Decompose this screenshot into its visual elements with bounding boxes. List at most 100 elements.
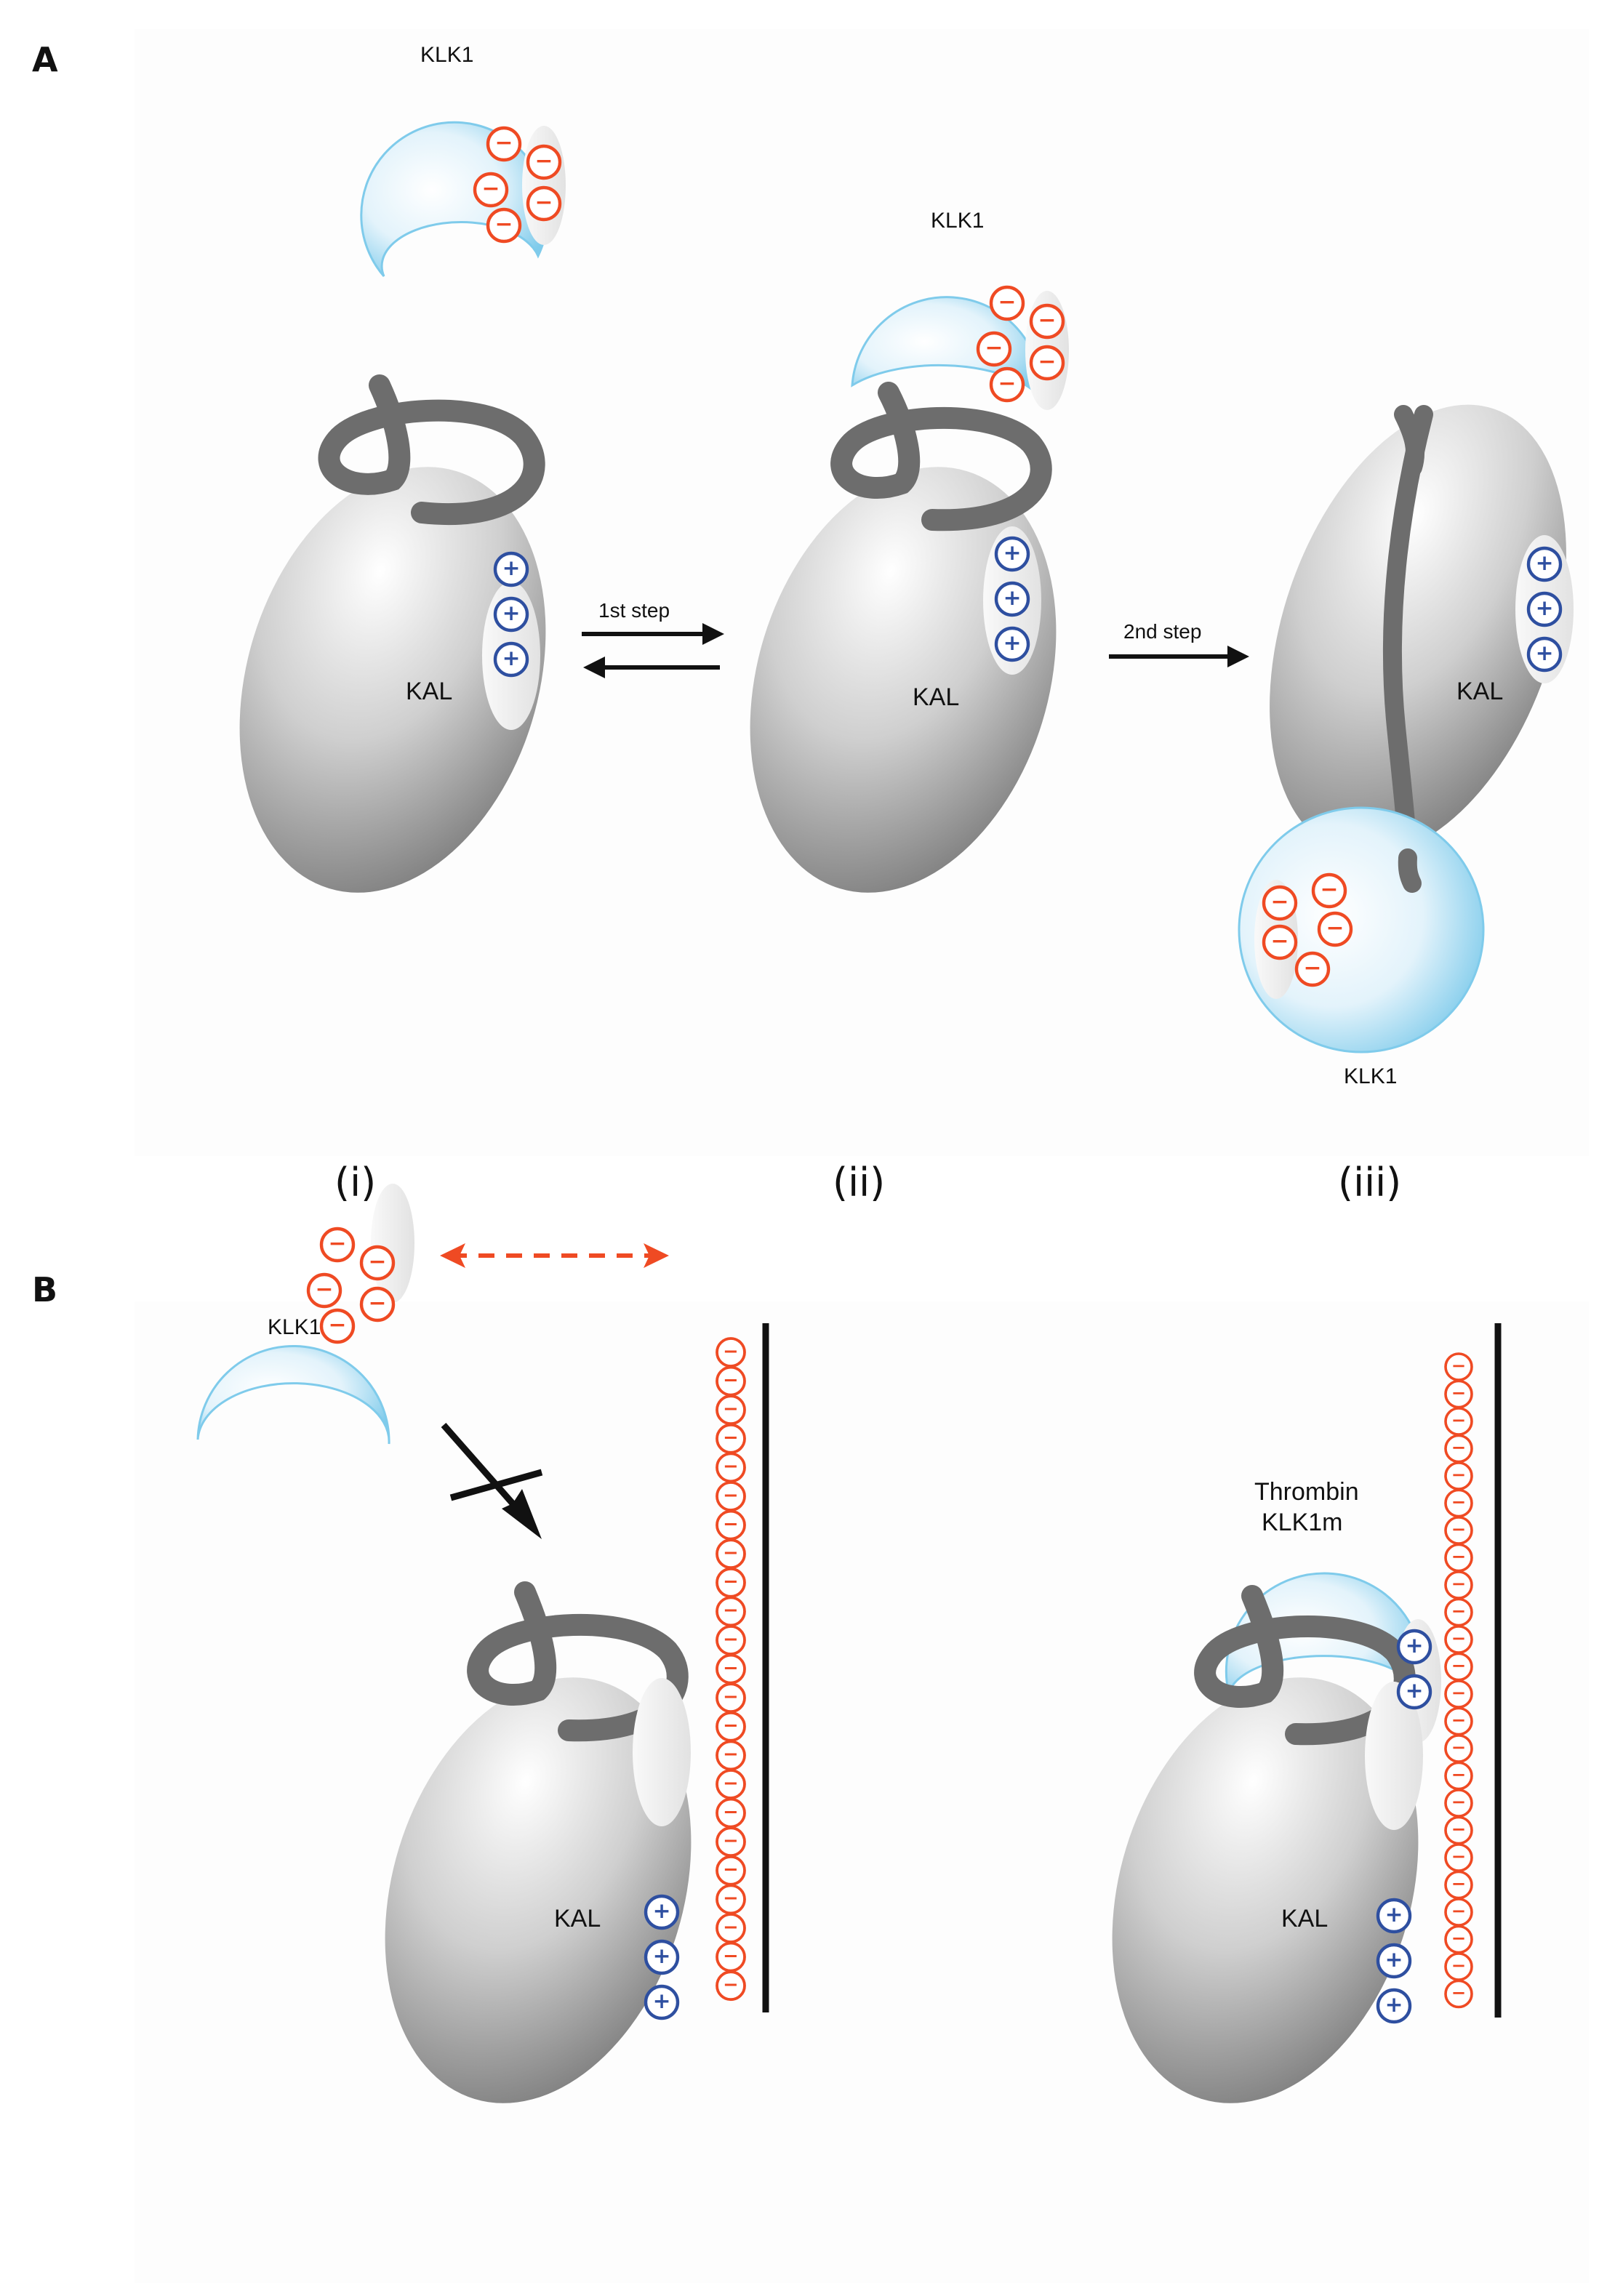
klk1-label: KLK1 <box>420 43 473 67</box>
negative-charge: − <box>306 1272 342 1309</box>
svg-text:−: − <box>723 1773 738 1794</box>
positive-charge: + <box>1376 1988 1412 2024</box>
svg-text:−: − <box>316 1277 334 1302</box>
negative-charge: − <box>319 1227 356 1263</box>
membrane-negative-charges-left: −−−−−−−−−−−−−−−−−−−−−−− <box>716 1337 746 2002</box>
membrane-negative-charge: − <box>1444 1461 1473 1490</box>
svg-text:−: − <box>1451 1354 1466 1376</box>
klk1-label: KLK1 <box>931 209 984 233</box>
negative-charge: − <box>989 285 1025 321</box>
membrane-negative-charge: − <box>1444 1898 1473 1927</box>
membrane-negative-charge: − <box>716 1365 746 1397</box>
svg-text:−: − <box>1451 1982 1466 2003</box>
membrane-negative-charge: − <box>1444 1625 1473 1654</box>
svg-text:−: − <box>723 1686 738 1708</box>
membrane-negative-charge: − <box>1444 1434 1473 1464</box>
membrane-negative-charge: − <box>716 1452 746 1483</box>
membrane-negative-charge: − <box>716 1884 746 1915</box>
svg-text:+: + <box>1536 550 1554 576</box>
svg-text:−: − <box>1451 1464 1466 1485</box>
svg-text:−: − <box>723 1456 738 1477</box>
membrane-negative-charge: − <box>716 1797 746 1829</box>
klk1-label: KLK1 <box>1344 1064 1397 1088</box>
charge-symbols-layer: −−−−−−−−−−−−−−−−−−−−+++++++++++++++++ <box>306 126 1563 2024</box>
svg-text:−: − <box>998 289 1017 315</box>
negative-charge: − <box>1317 911 1353 947</box>
kal-body <box>1270 404 1566 856</box>
negative-charge: − <box>1262 924 1298 960</box>
svg-text:−: − <box>1451 1709 1466 1730</box>
svg-text:−: − <box>723 1887 738 1909</box>
svg-text:−: − <box>723 1801 738 1823</box>
kal-body <box>385 1677 692 2103</box>
kal-body <box>239 467 546 893</box>
svg-text:−: − <box>1451 1954 1466 1975</box>
membrane-negative-charge: − <box>716 1711 746 1742</box>
membrane-negative-charge: − <box>716 1913 746 1943</box>
svg-text:−: − <box>1451 1900 1466 1921</box>
panel-a-label: A <box>32 40 58 79</box>
svg-text:+: + <box>1003 585 1022 611</box>
svg-text:−: − <box>1451 1655 1466 1676</box>
positive-charge: + <box>1396 1629 1432 1665</box>
membrane-negative-charge: − <box>1444 1543 1473 1573</box>
svg-text:−: − <box>1451 1791 1466 1812</box>
membrane-negative-charge: − <box>1444 1924 1473 1954</box>
svg-text:+: + <box>1385 1902 1403 1927</box>
positive-charge: + <box>1396 1674 1432 1710</box>
svg-text:−: − <box>723 1542 738 1564</box>
svg-text:−: − <box>329 1312 347 1338</box>
svg-text:−: − <box>1271 928 1289 954</box>
svg-text:−: − <box>985 335 1003 361</box>
membrane-negative-charge: − <box>1444 1516 1473 1545</box>
svg-text:−: − <box>535 190 553 215</box>
kal-prekallikrein-b-left: KAL <box>385 1581 692 2103</box>
svg-text:−: − <box>723 1945 738 1967</box>
svg-text:−: − <box>723 1513 738 1535</box>
stage-label-ii: (ii) <box>833 1160 885 1205</box>
second-step-label: 2nd step <box>1123 620 1201 643</box>
svg-text:−: − <box>1451 1409 1466 1430</box>
membrane-negative-charge: − <box>1444 1488 1473 1518</box>
charge-patch <box>371 1184 414 1303</box>
klk1m-label: KLK1m <box>1262 1509 1343 1536</box>
membrane-negative-charge: − <box>716 1855 746 1886</box>
svg-text:−: − <box>1451 1546 1466 1567</box>
svg-text:−: − <box>723 1974 738 1996</box>
positive-charge: + <box>644 1939 680 1975</box>
membrane-negative-charge: − <box>1444 1870 1473 1900</box>
klk1-label: KLK1 <box>268 1315 321 1339</box>
negative-charge: − <box>1029 303 1065 340</box>
svg-text:−: − <box>1326 915 1345 941</box>
svg-text:−: − <box>723 1657 738 1679</box>
membrane-negative-charge: − <box>716 1653 746 1685</box>
negative-charge: − <box>473 172 509 208</box>
membrane-negative-charge: − <box>716 1682 746 1714</box>
first-step-label: 1st step <box>598 599 670 622</box>
panel-b-label: B <box>32 1270 57 1309</box>
kal-body <box>750 467 1057 893</box>
membrane-negative-charge: − <box>716 1625 746 1655</box>
membrane-negative-charge: − <box>716 1826 746 1858</box>
svg-text:−: − <box>1451 1736 1466 1757</box>
svg-text:+: + <box>502 601 521 626</box>
membrane-negative-charge: − <box>1444 1843 1473 1872</box>
membrane-negative-charge: − <box>1444 1652 1473 1682</box>
svg-text:−: − <box>1451 1845 1466 1866</box>
svg-text:+: + <box>1536 595 1554 621</box>
membrane-negative-charge: − <box>1444 1734 1473 1763</box>
first-step-arrows: 1st step <box>582 599 724 678</box>
negative-charge: − <box>486 126 522 162</box>
membrane-negative-charge: − <box>1444 1706 1473 1736</box>
svg-text:−: − <box>369 1291 387 1316</box>
svg-text:−: − <box>1451 1600 1466 1621</box>
charge-patch <box>522 126 566 245</box>
svg-text:+: + <box>653 1943 671 1969</box>
svg-text:−: − <box>1038 308 1057 333</box>
kal-label: KAL <box>406 678 452 705</box>
loop-tip-top <box>1394 405 1425 477</box>
svg-text:+: + <box>502 646 521 671</box>
positive-patch <box>1365 1682 1423 1830</box>
svg-text:−: − <box>723 1715 738 1737</box>
negative-charge: − <box>486 207 522 244</box>
